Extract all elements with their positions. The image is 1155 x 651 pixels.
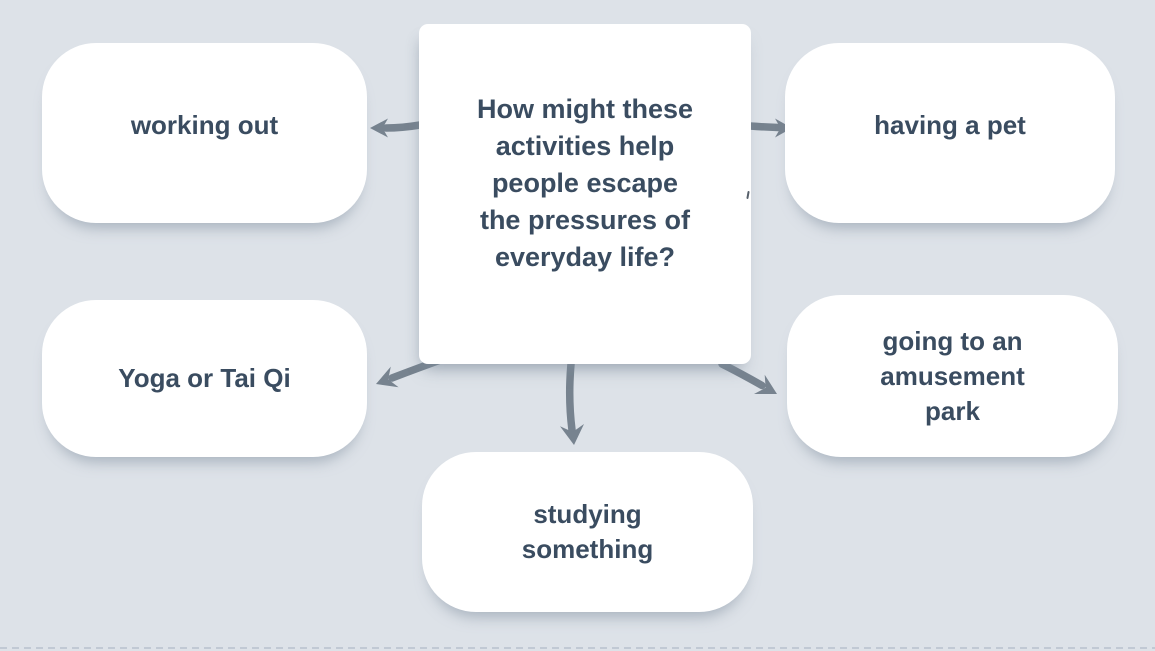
node-studying-something: studying something	[422, 452, 753, 612]
node-label: working out	[130, 109, 279, 140]
arrow-to-studying-something	[560, 360, 584, 445]
node-yoga-or-tai-qi: Yoga or Tai Qi	[42, 300, 367, 457]
node-label: going to an amusement park	[880, 325, 1025, 426]
node-working-out: working out	[42, 43, 367, 223]
arrow-to-amusement-park	[718, 360, 777, 394]
node-label: studying something	[521, 499, 654, 564]
bottom-dashed-line	[0, 647, 1155, 649]
node-label: having a pet	[874, 109, 1026, 140]
node-going-to-an-amusement-park: going to an amusement park	[787, 295, 1118, 457]
node-having-a-pet: having a pet	[785, 43, 1115, 223]
arrow-to-working-out	[370, 118, 424, 138]
center-question-text: How might these activities help people e…	[476, 93, 693, 272]
node-label: Yoga or Tai Qi	[118, 363, 291, 393]
node-center-question: How might these activities help people e…	[419, 24, 751, 364]
